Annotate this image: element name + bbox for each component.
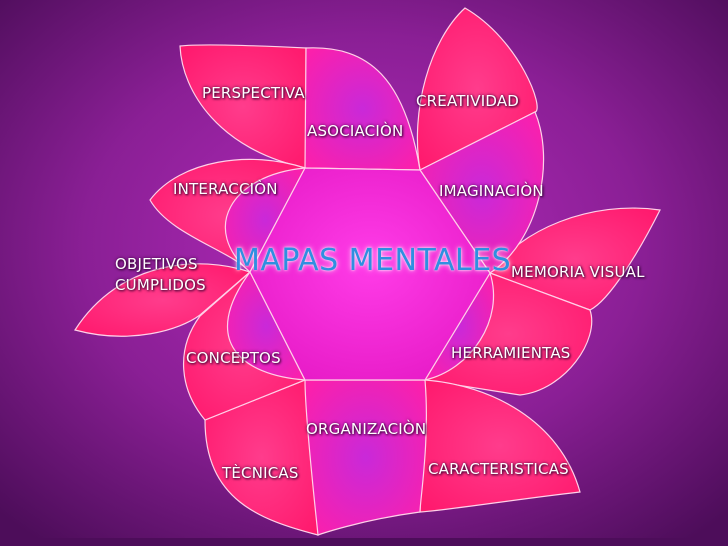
node-asociacion: ASOCIACIÒN: [307, 122, 404, 140]
petal-memoria: [489, 207, 661, 311]
bottom-strip: [0, 538, 728, 546]
petal-creatividad: [416, 7, 538, 171]
cell-organizacion: [304, 379, 427, 536]
node-interaccion: INTERACCIÒN: [173, 180, 278, 198]
cell-imaginacion: [419, 111, 545, 274]
petal-objetivos: [74, 263, 252, 337]
node-imaginacion: IMAGINACIÒN: [439, 182, 544, 200]
node-objetivos-line1: OBJETIVOS: [115, 255, 198, 273]
cell-interaccion: [224, 167, 307, 273]
node-perspectiva: PERSPECTIVA: [202, 84, 305, 102]
petal-herramientas: [424, 272, 593, 396]
node-organizacion: ORGANIZACIÒN: [306, 420, 427, 438]
petals: [74, 7, 661, 536]
cell-conceptos: [226, 270, 307, 381]
node-creatividad: CREATIVIDAD: [416, 92, 520, 110]
petal-caracteristicas: [419, 379, 581, 513]
node-conceptos: CONCEPTOS: [186, 349, 281, 367]
petal-perspectiva: [179, 44, 307, 169]
node-memoria-visual: MEMORIA VISUAL: [511, 263, 645, 281]
node-objetivos-line2: CUMPLIDOS: [115, 276, 206, 294]
node-objetivos-cumplidos: OBJETIVOS CUMPLIDOS: [115, 254, 206, 296]
cell-asociacion: [304, 47, 421, 171]
inner-cells: [224, 47, 545, 536]
node-tecnicas: TÈCNICAS: [222, 464, 299, 482]
node-caracteristicas: CARACTERISTICAS: [428, 460, 569, 478]
node-herramientas: HERRAMIENTAS: [451, 344, 571, 362]
diagram-title: MAPAS MENTALES: [234, 243, 512, 278]
cell-herramientas: [423, 271, 495, 381]
center-hexagon: [249, 167, 491, 381]
